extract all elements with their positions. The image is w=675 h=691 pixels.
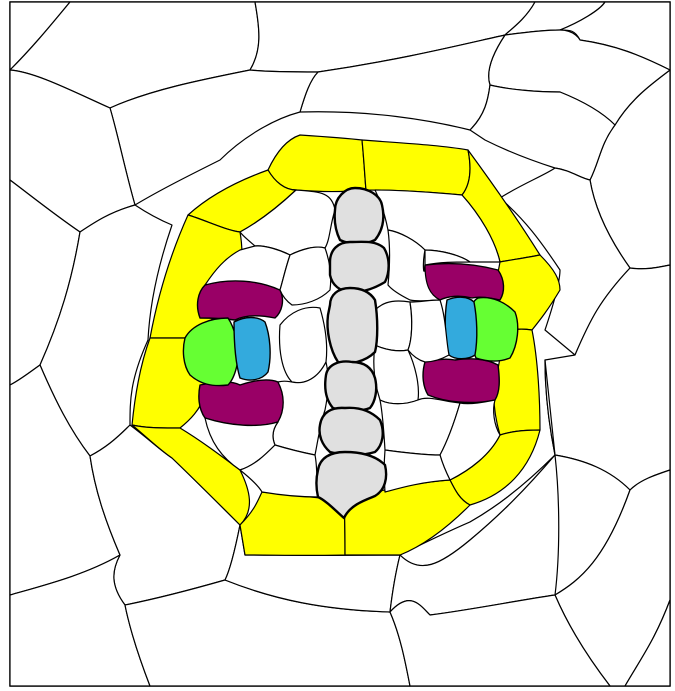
pericycle-cell [199,380,283,426]
xylem-vessel [327,288,377,363]
companion-cell-right [445,297,477,359]
xylem-vessel [319,408,382,455]
parenchyma-cell [408,300,449,362]
xylem-vessel [335,188,384,244]
endodermis-cell [362,140,470,195]
xylem-vessel [325,362,376,411]
parenchyma-cell [373,301,412,351]
pericycle-cell [423,359,499,403]
pericycle-cell [424,264,503,300]
pericycle-cell [198,281,283,320]
companion-cell-left [234,318,270,381]
xylem-vessel [330,242,389,292]
